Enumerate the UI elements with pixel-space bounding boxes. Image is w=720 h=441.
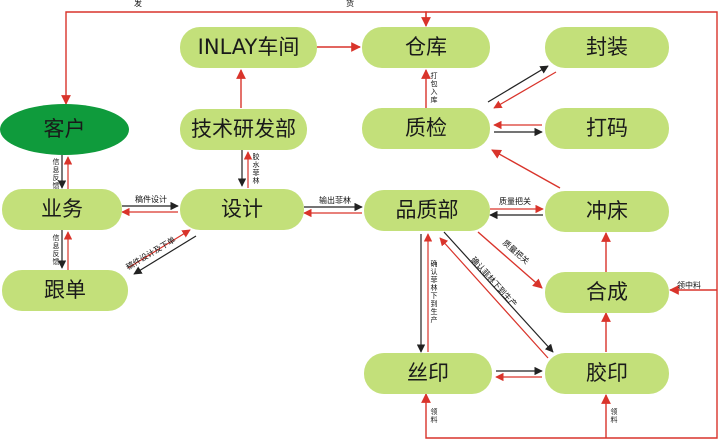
label-receive-material-right: 领中料: [677, 281, 701, 290]
label-ship-right: 货: [346, 0, 354, 8]
node-tech-rd[interactable]: 技术研发部: [180, 109, 307, 150]
node-qc[interactable]: 质检: [362, 108, 490, 149]
node-packaging[interactable]: 封装: [545, 27, 669, 68]
right-loop-arrow: [421, 11, 718, 420]
punching-to-qc-arrow: [491, 149, 561, 189]
node-design[interactable]: 设计: [180, 189, 304, 230]
node-inlay[interactable]: INLAY车间: [180, 27, 317, 68]
node-silkscreen[interactable]: 丝印: [364, 353, 492, 394]
label-quality-check-1: 质量把关: [499, 197, 531, 206]
node-coding[interactable]: 打码: [545, 108, 669, 149]
node-warehouse[interactable]: 仓库: [362, 27, 490, 68]
label-draft-design: 稿件设计: [135, 195, 167, 204]
node-customer[interactable]: 客户: [0, 104, 129, 155]
label-ship-left: 发: [134, 0, 142, 8]
packaging-to-qc-arrow: [493, 71, 557, 109]
node-follow-up[interactable]: 跟单: [2, 270, 128, 311]
qc-to-packaging-arrow: [487, 65, 549, 103]
node-sales[interactable]: 业务: [2, 189, 122, 230]
label-film-sample: 胶水菲林: [252, 153, 260, 185]
label-receive-material-1: 领料: [430, 408, 438, 424]
design-to-followup-arrow: [133, 235, 197, 275]
followup-to-design-arrow: [127, 229, 191, 269]
label-receive-material-2: 领料: [610, 408, 618, 424]
node-offset[interactable]: 胶印: [545, 353, 669, 394]
offset-to-quality-arrow: [439, 237, 549, 359]
label-pack-to-warehouse: 打包入库: [430, 72, 438, 104]
label-feedback-top: 信息反馈: [52, 158, 60, 190]
quality-to-compositing-arrow: [477, 231, 543, 289]
node-quality-dept[interactable]: 品质部: [364, 190, 490, 231]
node-punching[interactable]: 冲床: [545, 191, 669, 232]
bottom-feed-line: [421, 393, 718, 439]
node-compositing[interactable]: 合成: [545, 272, 669, 313]
label-confirm-production-2: 确认菲林下到生产: [430, 260, 438, 324]
label-output-film: 输出菲林: [319, 196, 351, 205]
label-feedback-bottom: 信息反馈: [52, 234, 60, 266]
quality-to-offset-arrow: [443, 231, 554, 353]
